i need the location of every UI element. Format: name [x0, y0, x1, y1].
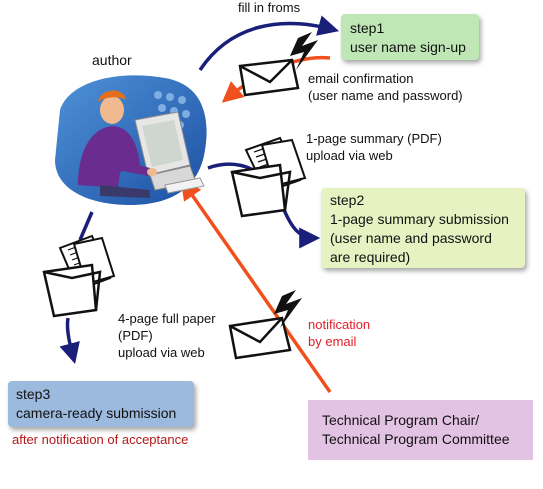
- step2-line-2: (user name and password: [330, 230, 492, 246]
- after-notification-label: after notification of acceptance: [12, 432, 189, 447]
- step2-box: step2 1-page summary submission (user na…: [321, 188, 525, 268]
- step2-line-3: are required): [330, 249, 411, 265]
- step1-box: step1 user name sign-up: [341, 14, 479, 60]
- step3-subtitle: camera-ready submission: [16, 405, 177, 421]
- full-paper-upload-label: 4-page full paper (PDF) upload via web: [118, 310, 216, 361]
- summary-upload-line-1: 1-page summary (PDF): [306, 131, 442, 146]
- lightning-icon-2: [274, 290, 302, 328]
- notification-line-2: by email: [308, 334, 357, 349]
- notification-line-1: notification: [308, 317, 371, 332]
- fill-in-forms-label: fill in froms: [238, 0, 301, 15]
- notification-arrow: [180, 178, 332, 394]
- fill-forms-arrow: [198, 15, 340, 71]
- summary-upload-line-2: upload via web: [306, 148, 393, 163]
- tpc-line-2: Technical Program Committee: [322, 431, 510, 447]
- envelope-icon-notification: [228, 316, 292, 360]
- full-paper-line-2: (PDF): [118, 328, 153, 343]
- full-paper-line-1: 4-page full paper: [118, 311, 216, 326]
- step1-subtitle: user name sign-up: [350, 39, 466, 55]
- step2-line-1: 1-page summary submission: [330, 211, 509, 227]
- full-paper-line-3: upload via web: [118, 345, 205, 360]
- folder-document-icon-summary: [230, 136, 307, 218]
- email-confirmation-line-2: (user name and password): [308, 88, 463, 103]
- lightning-icon-1: [290, 32, 318, 70]
- email-confirmation-line-1: email confirmation: [308, 71, 414, 86]
- folder-document-icon-fullpaper: [42, 234, 116, 318]
- step3-title: step3: [16, 386, 51, 402]
- author-clipart-icon: [55, 75, 207, 205]
- tpc-box: Technical Program Chair/ Technical Progr…: [308, 400, 533, 460]
- full-paper-arrow-bottom: [59, 317, 80, 365]
- full-paper-arrow-top: [78, 211, 94, 241]
- email-confirmation-label: email confirmation (user name and passwo…: [308, 70, 463, 104]
- summary-upload-label: 1-page summary (PDF) upload via web: [306, 130, 442, 164]
- author-label: author: [92, 52, 132, 68]
- summary-upload-arrow-lower: [280, 204, 321, 249]
- tpc-line-1: Technical Program Chair/: [322, 412, 480, 428]
- step1-title: step1: [350, 20, 385, 36]
- notification-label: notification by email: [308, 316, 370, 350]
- step3-box: step3 camera-ready submission: [8, 381, 194, 427]
- envelope-icon-confirmation: [238, 58, 300, 97]
- step2-title: step2: [330, 192, 365, 208]
